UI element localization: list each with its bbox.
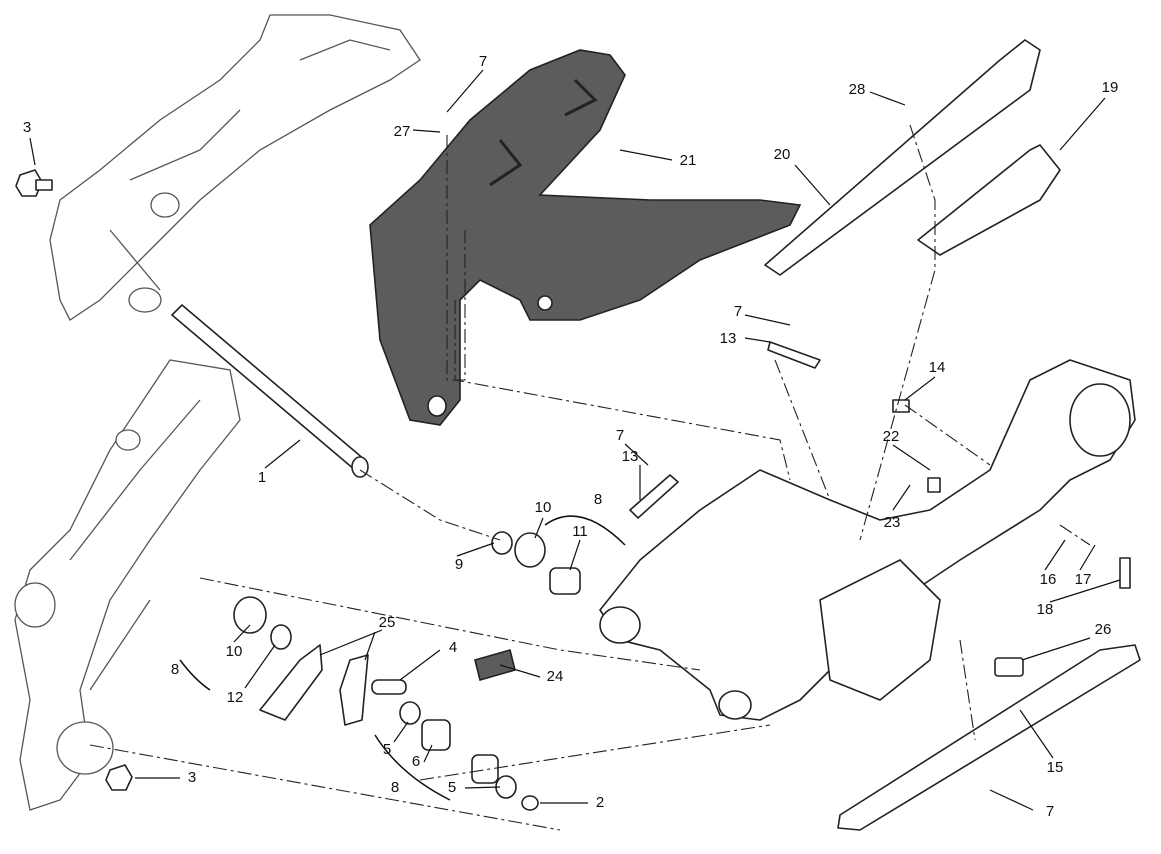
- callout-17: 17: [1075, 571, 1092, 588]
- callout-9: 9: [455, 556, 463, 573]
- swingarm: [599, 359, 1136, 721]
- callout-25: 25: [379, 614, 396, 631]
- callout-20: 20: [774, 146, 791, 163]
- callout-26: 26: [1095, 621, 1112, 638]
- rear-fender: [369, 49, 802, 426]
- callout-8: 8: [391, 779, 399, 796]
- callout-24: 24: [547, 668, 564, 685]
- chain-guard-lower: [837, 644, 1141, 831]
- callout-2: 2: [596, 794, 604, 811]
- callout-7: 7: [616, 427, 624, 444]
- callout-7: 7: [734, 303, 742, 320]
- callout-8: 8: [171, 661, 179, 678]
- callout-19: 19: [1102, 79, 1119, 96]
- callout-7: 7: [1046, 803, 1054, 820]
- chain-guard-upper: [764, 39, 1061, 276]
- callout-10: 10: [535, 499, 552, 516]
- callout-15: 15: [1047, 759, 1064, 776]
- callout-14: 14: [929, 359, 946, 376]
- callout-16: 16: [1040, 571, 1057, 588]
- pivot-shaft: [171, 304, 369, 478]
- bushings: [105, 341, 1131, 811]
- leader-lines: [29, 69, 1121, 811]
- assembly-lines: [89, 124, 1091, 831]
- callout-5: 5: [383, 741, 391, 758]
- callout-21: 21: [680, 152, 697, 169]
- callout-23: 23: [884, 514, 901, 531]
- frame-upper: [49, 14, 421, 321]
- group-braces: [179, 515, 626, 801]
- callout-10: 10: [226, 643, 243, 660]
- callout-27: 27: [394, 123, 411, 140]
- callout-4: 4: [449, 639, 457, 656]
- callout-1: 1: [258, 469, 266, 486]
- frame-lower: [14, 359, 241, 811]
- callout-13: 13: [720, 330, 737, 347]
- bolt-3-top: [15, 169, 53, 197]
- callout-11: 11: [572, 523, 588, 540]
- callout-22: 22: [883, 428, 900, 445]
- callout-3: 3: [23, 119, 31, 136]
- callouts: 3 7 27 21 28 19 20 7 13 14 22 23 16 17 1…: [23, 53, 1119, 820]
- callout-6: 6: [412, 753, 420, 770]
- callout-7: 7: [479, 53, 487, 70]
- callout-18: 18: [1037, 601, 1054, 618]
- callout-8: 8: [594, 491, 602, 508]
- callout-13: 13: [622, 448, 639, 465]
- callout-3: 3: [188, 769, 196, 786]
- callout-28: 28: [849, 81, 866, 98]
- callout-12: 12: [227, 689, 244, 706]
- callout-5: 5: [448, 779, 456, 796]
